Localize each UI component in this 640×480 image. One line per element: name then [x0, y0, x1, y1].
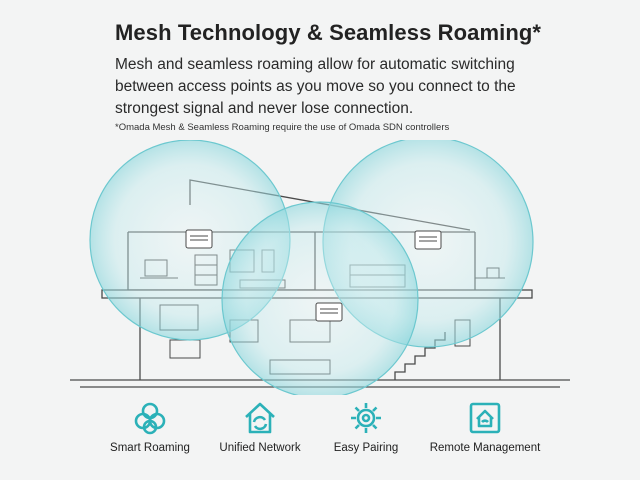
feature-label: Smart Roaming	[110, 442, 190, 454]
features-row: Smart Roaming Unified Network Easy Pairi…	[100, 400, 540, 470]
feature-label: Remote Management	[429, 442, 541, 454]
access-point-left-icon	[185, 229, 213, 249]
access-point-center-icon	[315, 302, 343, 322]
easy-pairing-icon	[351, 403, 381, 433]
footnote-text: *Omada Mesh & Seamless Roaming require t…	[115, 122, 450, 133]
feature-label: Unified Network	[219, 442, 301, 454]
feature-unified-network: Unified Network	[190, 400, 330, 454]
page-title: Mesh Technology & Seamless Roaming*	[115, 20, 542, 45]
feature-easy-pairing: Easy Pairing	[296, 400, 436, 454]
unified-network-icon	[245, 402, 275, 434]
access-point-right-icon	[414, 230, 442, 250]
coverage-circles	[89, 140, 534, 395]
mesh-house-illustration	[70, 140, 570, 395]
description-text: Mesh and seamless roaming allow for auto…	[115, 56, 516, 117]
feature-smart-roaming: Smart Roaming	[80, 400, 220, 454]
remote-management-icon	[469, 402, 501, 434]
feature-label: Easy Pairing	[333, 442, 399, 454]
coverage-circle-center	[221, 201, 419, 395]
smart-roaming-icon	[134, 402, 166, 435]
access-points	[185, 229, 442, 322]
feature-remote-management: Remote Management	[415, 400, 555, 454]
